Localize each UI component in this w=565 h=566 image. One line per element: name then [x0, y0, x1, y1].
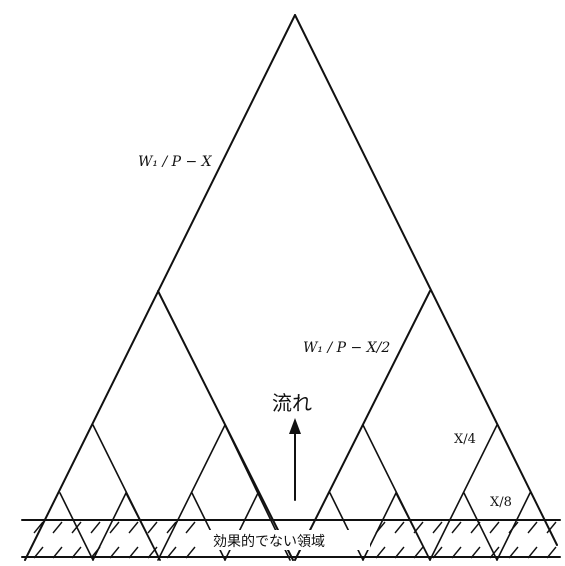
- hatch-mark: [413, 521, 424, 534]
- hatch-mark: [489, 521, 500, 534]
- hatch-mark: [128, 546, 139, 559]
- label-eighth: X/8: [490, 495, 512, 510]
- hatch-mark: [394, 546, 405, 559]
- hatch-mark: [432, 546, 443, 559]
- hatch-mark: [71, 521, 82, 534]
- hatch-mark: [527, 521, 538, 534]
- hatch-mark: [90, 521, 101, 534]
- tree-level-1: [24, 14, 558, 561]
- hatch-mark: [147, 521, 158, 534]
- hatch-mark: [109, 521, 120, 534]
- hatch-mark: [33, 521, 44, 534]
- hatch-mark: [147, 546, 158, 559]
- label-backdrop: [205, 530, 370, 550]
- branch-4c: [125, 492, 161, 561]
- branch-4i: [463, 492, 498, 561]
- hatch-mark: [166, 546, 177, 559]
- hatch-mark: [546, 546, 557, 559]
- hatch-mark: [470, 521, 481, 534]
- hatch-mark: [185, 546, 196, 559]
- label-quarter: X/4: [454, 432, 476, 447]
- hatch-mark: [451, 546, 462, 559]
- hatch-mark: [470, 546, 481, 559]
- hatch-mark: [52, 521, 63, 534]
- hatch-mark: [375, 521, 386, 534]
- hatch-mark: [394, 521, 405, 534]
- hatch-mark: [166, 521, 177, 534]
- hatch-mark: [508, 546, 519, 559]
- hatch-mark: [508, 521, 519, 534]
- hatch-mark: [128, 521, 139, 534]
- label-flow: 流れ: [272, 391, 312, 415]
- label-ineffective-zone: 効果的でない領域: [213, 533, 325, 550]
- hatch-mark: [109, 546, 120, 559]
- top-right-edge: [294, 14, 558, 546]
- flow-arrow: [289, 418, 301, 501]
- hatch-mark: [451, 521, 462, 534]
- hatch-mark: [489, 546, 500, 559]
- label-second-level: W₁ / P − X/2: [303, 340, 390, 356]
- lower-hatching: [33, 546, 557, 559]
- hatch-mark: [546, 521, 557, 534]
- branch-4h: [395, 492, 431, 561]
- flow-arrow-head: [289, 418, 301, 434]
- upper-hatching: [33, 521, 557, 534]
- hatch-mark: [375, 546, 386, 559]
- hatch-mark: [71, 546, 82, 559]
- hatch-mark: [90, 546, 101, 559]
- top-left-edge: [24, 14, 296, 561]
- hatch-mark: [527, 546, 538, 559]
- label-top-level: W₁ / P − X: [138, 154, 213, 170]
- hatch-mark: [413, 546, 424, 559]
- hatch-mark: [52, 546, 63, 559]
- hatch-mark: [33, 546, 44, 559]
- hatch-mark: [185, 521, 196, 534]
- hatch-mark: [432, 521, 443, 534]
